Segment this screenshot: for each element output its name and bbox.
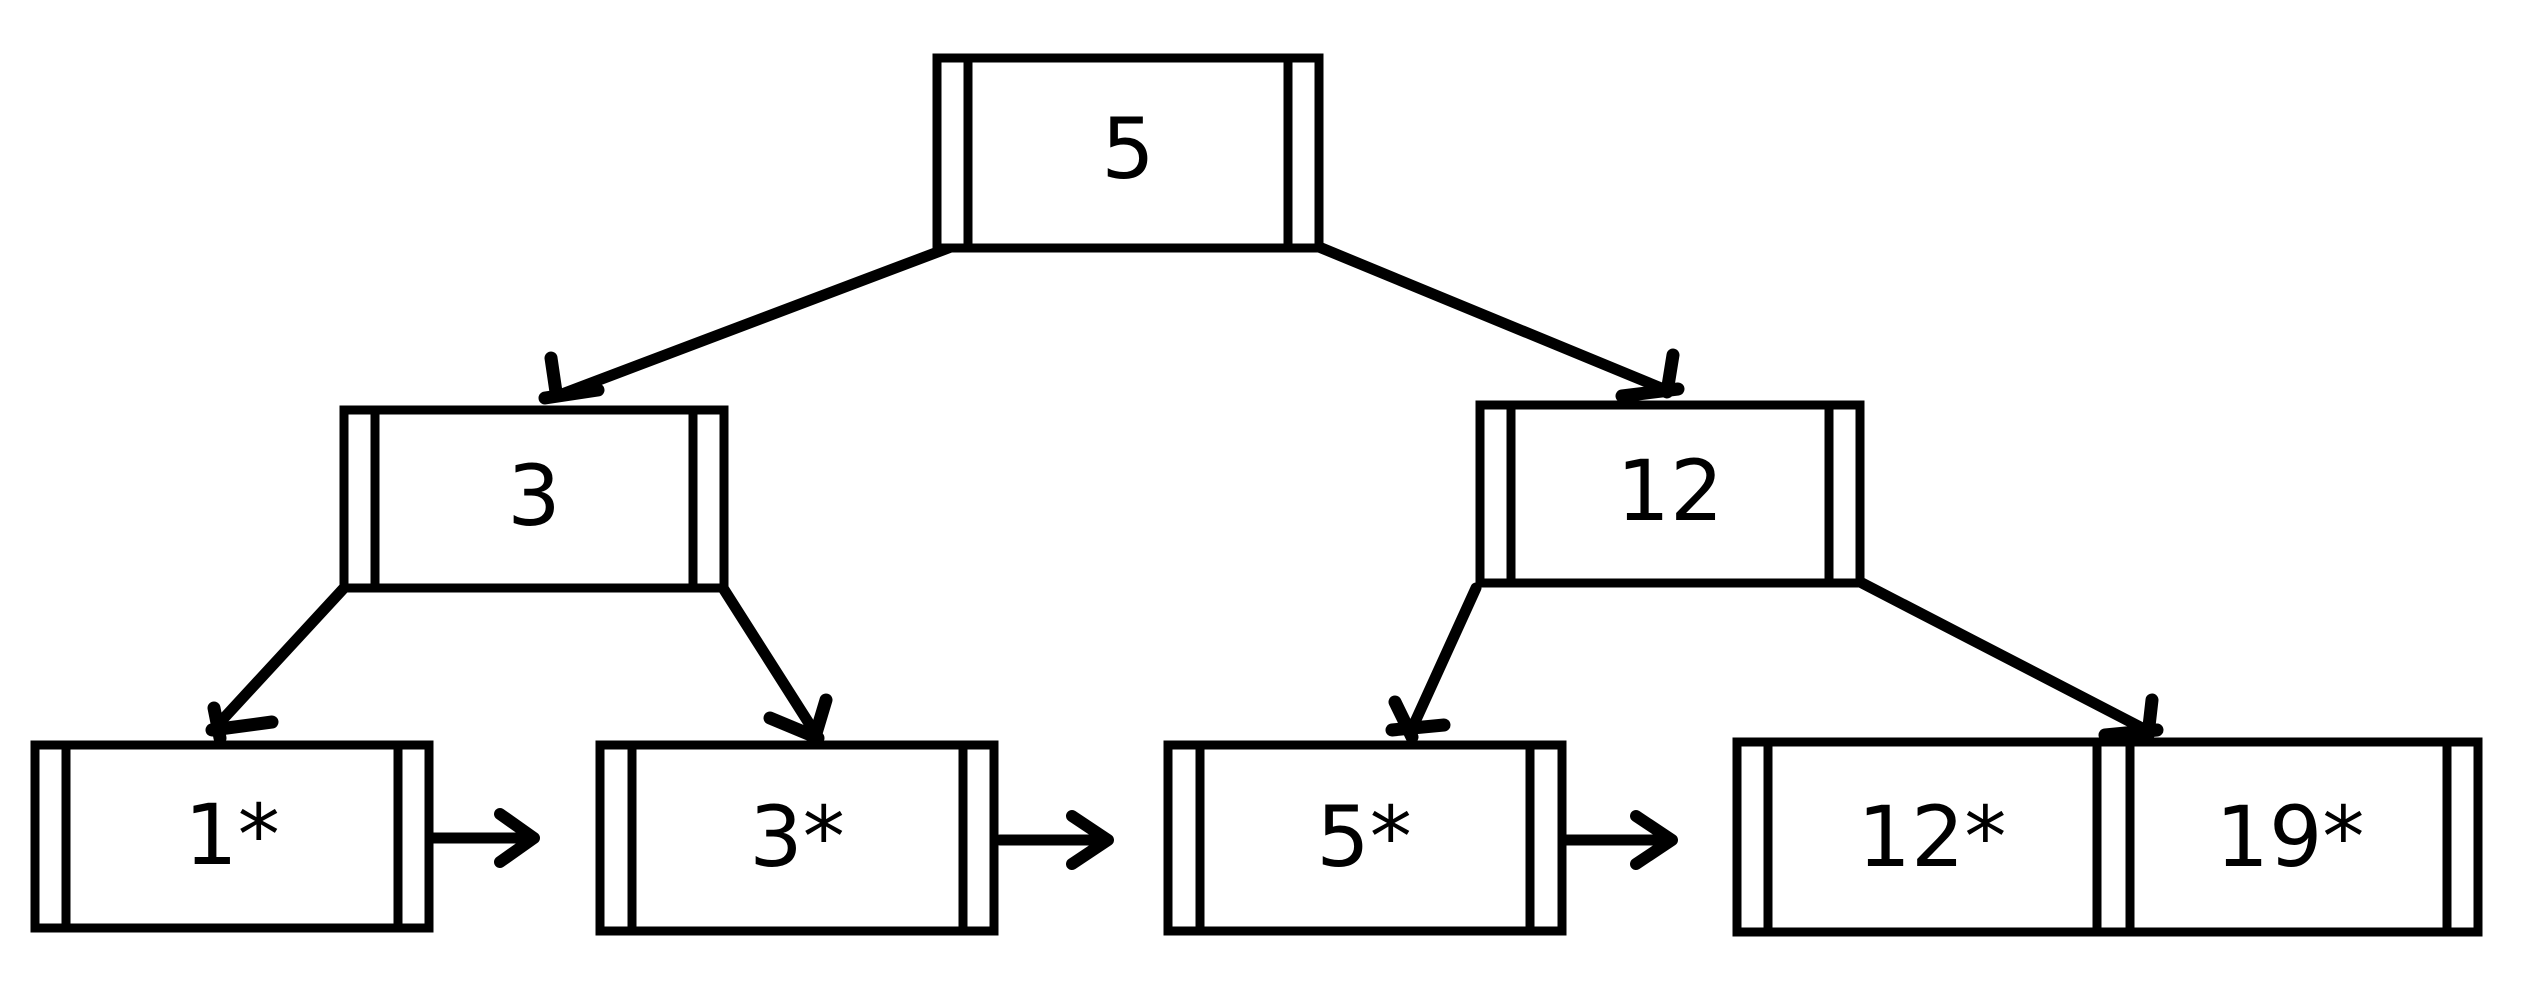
leaf-node-4[interactable]: 12* 19*: [1732, 737, 2483, 937]
leaf-node-1[interactable]: 1*: [30, 740, 434, 933]
edge-root-to-left-internal: [538, 241, 957, 405]
internal-node-left[interactable]: 3: [339, 405, 729, 593]
leaf-node-4-entry-a: 12*: [1858, 788, 2007, 886]
internal-node-right[interactable]: 12: [1475, 400, 1865, 588]
leaf-node-2[interactable]: 3*: [595, 740, 999, 936]
leaf-node-1-entry: 1*: [184, 786, 279, 884]
leaf-link-arrow-1-to-2: [426, 808, 540, 868]
root-node-key: 5: [1101, 100, 1154, 198]
leaf-node-4-entry-b: 19*: [2216, 788, 2365, 886]
edge-right-internal-to-leaf3: [1385, 582, 1482, 744]
edge-right-internal-to-leaf4: [1856, 577, 2164, 742]
edge-left-internal-to-leaf2: [717, 582, 833, 747]
leaf-node-2-entry: 3*: [749, 788, 844, 886]
leaf-link-arrow-3-to-4: [1559, 810, 1678, 870]
leaf-node-3-entry: 5*: [1316, 788, 1411, 886]
root-node[interactable]: 5: [932, 53, 1324, 253]
leaf-node-3[interactable]: 5*: [1163, 740, 1567, 936]
edge-root-to-right-internal: [1313, 241, 1685, 403]
internal-node-left-key: 3: [507, 447, 560, 545]
leaf-link-arrow-2-to-3: [994, 810, 1114, 870]
edge-left-internal-to-leaf1: [205, 582, 350, 745]
internal-node-right-key: 12: [1617, 442, 1724, 540]
